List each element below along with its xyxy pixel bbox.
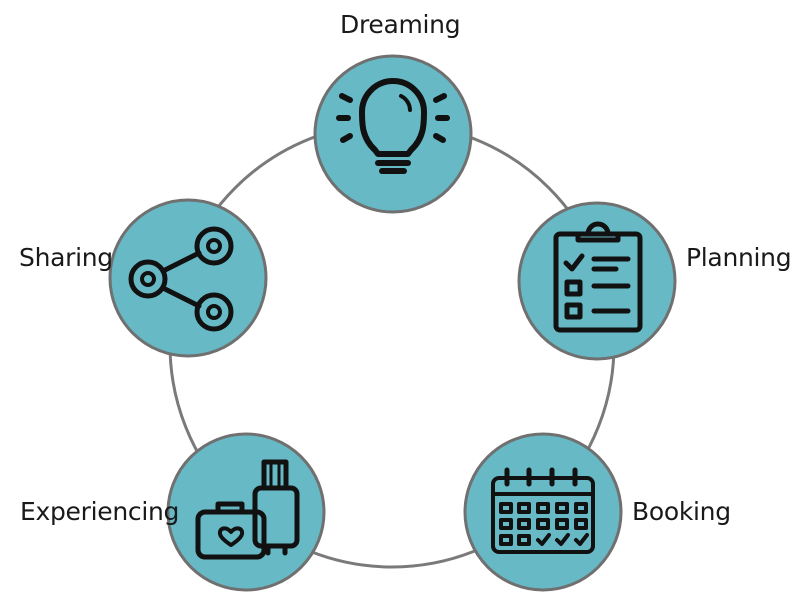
stage-node-booking (463, 432, 623, 592)
stage-label-experiencing: Experiencing (20, 497, 180, 526)
calendar-icon (491, 467, 595, 554)
lightbulb-icon (336, 78, 450, 174)
stage-label-sharing: Sharing (19, 243, 113, 272)
stage-node-experiencing (166, 432, 326, 592)
stage-node-planning (517, 201, 677, 361)
stage-node-sharing (108, 198, 268, 358)
stage-node-dreaming (313, 54, 473, 214)
share-icon (128, 226, 234, 332)
stage-label-booking: Booking (632, 497, 731, 526)
clipboard-checklist-icon (553, 221, 643, 333)
stage-label-dreaming: Dreaming (340, 10, 461, 39)
stage-label-planning: Planning (686, 243, 792, 272)
luggage-icon (195, 459, 300, 560)
